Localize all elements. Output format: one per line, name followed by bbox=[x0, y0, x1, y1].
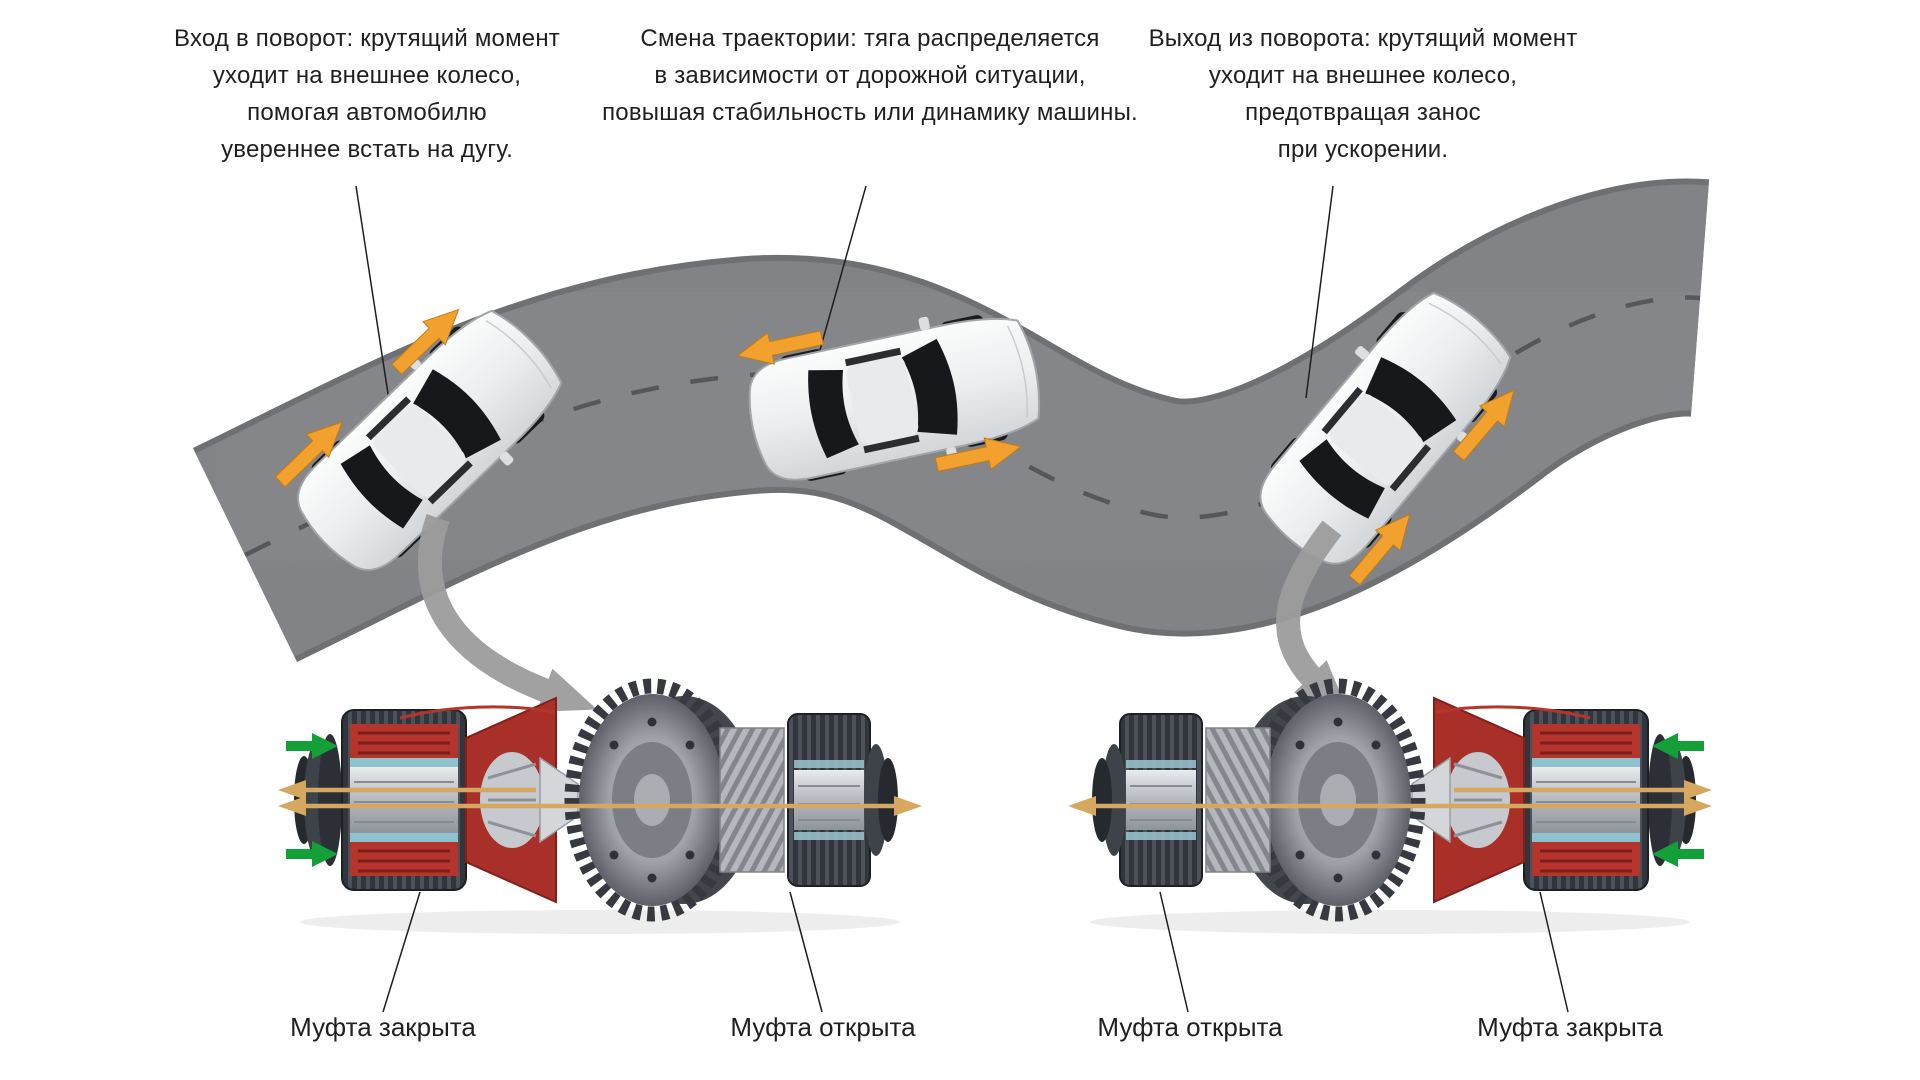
gray-flow-arrow-right bbox=[1276, 520, 1350, 716]
leader-clutch-1 bbox=[382, 891, 421, 1013]
annotation-corner-exit: Выход из поворота: крутящий момент уходи… bbox=[1148, 25, 1578, 163]
gray-flow-arrow-left bbox=[418, 514, 598, 712]
annotation-trajectory-change: Смена траектории: тяга распределяется в … bbox=[602, 25, 1138, 126]
leader-clutch-3 bbox=[1159, 891, 1189, 1013]
flow-arrows bbox=[418, 514, 1350, 716]
leader-clutch-4 bbox=[1539, 891, 1569, 1013]
leader-exit bbox=[1305, 185, 1334, 399]
clutch-label-right-diff-left: Муфта открыта bbox=[1097, 1012, 1283, 1042]
clutch-label-left-diff-left: Муфта закрыта bbox=[290, 1012, 476, 1042]
annotation-corner-entry: Вход в поворот: крутящий момент уходит н… bbox=[174, 25, 560, 163]
differential-diagram-left bbox=[278, 686, 922, 934]
clutch-label-left-diff-right: Муфта открыта bbox=[730, 1012, 916, 1042]
leader-trajectory bbox=[819, 185, 867, 351]
leader-clutch-2 bbox=[789, 891, 823, 1013]
clutch-label-right-diff-right: Муфта закрыта bbox=[1477, 1012, 1663, 1042]
clutch-label-leader-lines bbox=[382, 891, 1569, 1013]
differential-diagram-right bbox=[1068, 686, 1712, 934]
